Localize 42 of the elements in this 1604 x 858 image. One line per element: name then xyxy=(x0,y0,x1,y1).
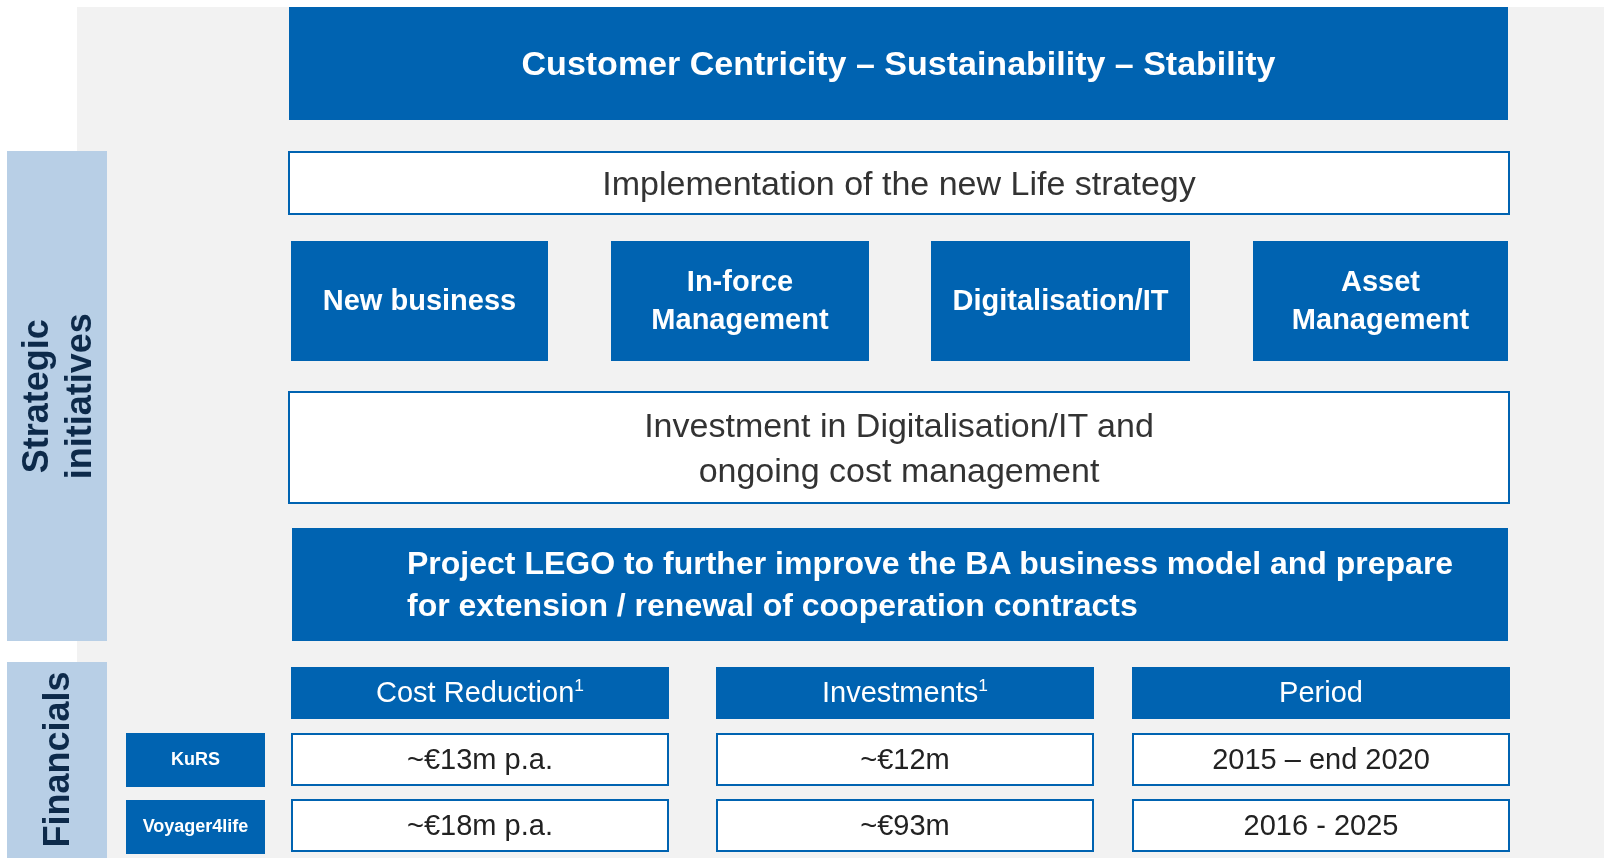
box-label: 2016 - 2025 xyxy=(1243,807,1399,843)
table-cell xyxy=(716,799,1094,852)
table-cell xyxy=(291,799,669,852)
table-cell xyxy=(716,733,1094,786)
side-band xyxy=(7,662,107,858)
column-header xyxy=(716,667,1094,719)
box-label: Digitalisation/IT xyxy=(952,283,1169,319)
box-label: Asset Management xyxy=(1290,264,1471,337)
box-label: In-force Management xyxy=(650,264,830,337)
row-label xyxy=(126,733,265,787)
initiative-box xyxy=(291,241,548,361)
side-label: Strategic initiatives xyxy=(13,312,100,480)
box-label: Project LEGO to further improve the BA business model and prepare for extension / renewal of cooperation contracts xyxy=(407,543,1455,625)
box-label: Investments$^{1}$ xyxy=(822,674,988,711)
box-label: 2015 – end 2020 xyxy=(1212,741,1430,777)
box-label: ~€18m p.a. xyxy=(407,807,553,843)
box-label: Implementation of the new Life strategy xyxy=(602,162,1196,204)
box-label: Customer Centricity – Sustainability – Stability xyxy=(521,43,1276,85)
box-label: ~€93m xyxy=(860,807,950,843)
table-cell xyxy=(291,733,669,786)
strategy-box xyxy=(288,151,1510,215)
box-label: Period xyxy=(1279,675,1363,711)
side-label: Financials xyxy=(35,672,79,848)
investment-box xyxy=(288,391,1510,504)
box-label: ~€12m xyxy=(860,741,950,777)
column-header xyxy=(1132,667,1510,719)
box-label: Investment in Digitalisation/IT and ongoing cost management xyxy=(643,405,1155,491)
initiative-box xyxy=(1253,241,1508,361)
initiative-box xyxy=(611,241,869,361)
box-label: Cost Reduction$^{1}$ xyxy=(376,674,584,711)
side-band xyxy=(7,151,107,641)
table-cell xyxy=(1132,733,1510,786)
column-header xyxy=(291,667,669,719)
row-label xyxy=(126,800,265,854)
initiative-box xyxy=(931,241,1190,361)
project-banner xyxy=(292,528,1508,641)
box-label: Voyager4life xyxy=(142,815,249,839)
title-banner xyxy=(289,7,1508,120)
table-cell xyxy=(1132,799,1510,852)
box-label: ~€13m p.a. xyxy=(407,741,553,777)
box-label: New business xyxy=(322,283,517,319)
box-label: KuRS xyxy=(171,748,220,772)
